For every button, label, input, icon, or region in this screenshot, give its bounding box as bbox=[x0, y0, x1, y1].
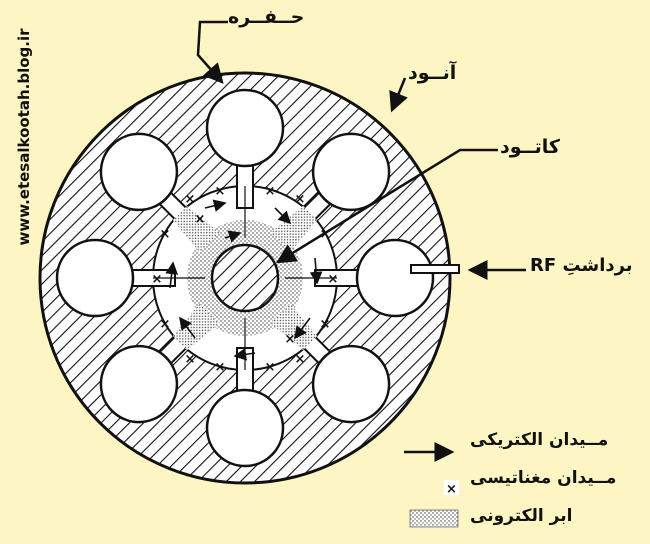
electric-field-arrow bbox=[294, 317, 311, 340]
rf-output-fa: برداشتِ bbox=[562, 255, 633, 276]
magnetic-field-mark: × bbox=[215, 184, 226, 199]
cathode-leader bbox=[275, 148, 498, 264]
site-url-watermark: www.etesalkootah.blog.ir bbox=[15, 28, 33, 246]
legend-electron-cloud: ابر الکترونی bbox=[470, 506, 573, 526]
electron-cloud-spoke bbox=[172, 303, 220, 351]
magnetic-field-legend-icon: × bbox=[444, 480, 459, 497]
legend-electric-field: مــیدان الکتریکی bbox=[470, 430, 609, 450]
resonator-cavity bbox=[311, 344, 391, 424]
resonator-cavity bbox=[99, 132, 179, 212]
electric-field-arrow bbox=[204, 199, 227, 212]
rf-output-en: RF bbox=[530, 255, 557, 276]
magnetic-field-mark: × bbox=[295, 352, 306, 367]
magnetic-field-mark: × bbox=[195, 212, 206, 227]
electron-cloud-spoke bbox=[172, 205, 220, 253]
electric-field-arrow bbox=[165, 261, 179, 289]
magnetic-field-mark: × bbox=[265, 360, 276, 375]
rf-output-label: RF برداشتِ bbox=[530, 255, 633, 276]
magnetic-field-mark: × bbox=[185, 192, 196, 207]
electric-field-arrow bbox=[233, 348, 256, 361]
resonator-cavity bbox=[205, 388, 285, 468]
electric-field-arrow bbox=[309, 257, 323, 285]
magnetic-field-mark: × bbox=[295, 192, 306, 207]
resonator-cavity bbox=[205, 88, 285, 168]
hole-label: حــفــره bbox=[228, 6, 305, 28]
rf-output-probe bbox=[410, 264, 460, 274]
resonator-cavity bbox=[311, 132, 391, 212]
resonator-cavity bbox=[99, 344, 179, 424]
electron-cloud-spoke bbox=[270, 205, 318, 253]
magnetic-field-mark: × bbox=[152, 272, 163, 287]
electric-field-arrow bbox=[224, 230, 242, 243]
resonator-cavity bbox=[55, 238, 135, 318]
cathode-label: کاتــود bbox=[500, 136, 560, 158]
anode-label: آنــود bbox=[408, 62, 457, 84]
cathode bbox=[210, 243, 280, 313]
svg-text:×: × bbox=[446, 482, 457, 497]
magnetic-field-mark: × bbox=[185, 352, 196, 367]
electric-field-arrow bbox=[179, 316, 196, 339]
anode-leader bbox=[389, 77, 408, 113]
magnetic-field-mark: × bbox=[160, 227, 171, 242]
magnetic-field-mark: × bbox=[328, 272, 339, 287]
legend-magnetic-field: مــیدان مغناتیسی bbox=[470, 468, 617, 488]
resonator-cavity bbox=[355, 238, 435, 318]
magnetic-field-mark: × bbox=[320, 317, 331, 332]
magnetic-field-mark: × bbox=[265, 184, 276, 199]
magnetic-field-mark: × bbox=[285, 332, 296, 347]
electric-field-arrow bbox=[274, 207, 292, 225]
hole-leader bbox=[196, 20, 228, 84]
magnetic-field-mark: × bbox=[215, 360, 226, 375]
magnetic-field-mark: × bbox=[160, 317, 171, 332]
electron-cloud-legend-icon bbox=[409, 509, 459, 528]
